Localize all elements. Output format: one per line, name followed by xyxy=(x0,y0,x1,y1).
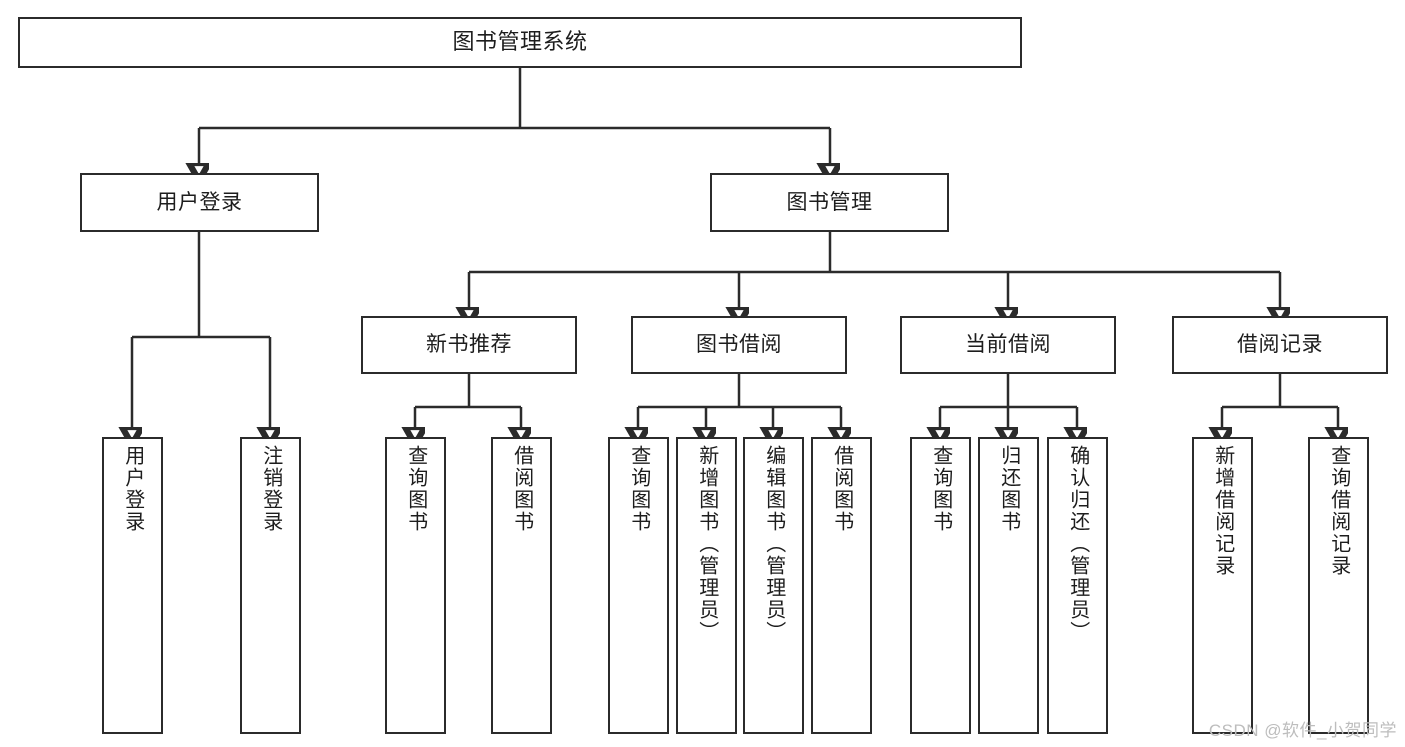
node-leaf-query-book-1-label: 查询图书 xyxy=(404,445,427,533)
node-leaf-return-book-label: 归还图书 xyxy=(997,445,1020,533)
node-leaf-query-book-2-label: 查询图书 xyxy=(627,445,650,533)
node-leaf-edit-book-label: 编辑图书（管理员） xyxy=(762,445,785,643)
node-leaf-logout-login-label: 注销登录 xyxy=(259,445,282,533)
node-user-login-label: 用户登录 xyxy=(156,190,243,214)
node-user-login[interactable]: 用户登录 xyxy=(80,173,319,232)
node-book-manage-label: 图书管理 xyxy=(786,190,873,214)
node-leaf-confirm-return[interactable]: 确认归还（管理员） xyxy=(1047,437,1108,734)
node-borrow-record-label: 借阅记录 xyxy=(1237,333,1323,357)
node-current-borrow-label: 当前借阅 xyxy=(965,333,1051,357)
node-new-book-recommend-label: 新书推荐 xyxy=(426,333,512,357)
node-leaf-logout-login[interactable]: 注销登录 xyxy=(240,437,301,734)
node-leaf-add-record[interactable]: 新增借阅记录 xyxy=(1192,437,1253,734)
node-leaf-user-login-label: 用户登录 xyxy=(121,445,144,533)
node-root[interactable]: 图书管理系统 xyxy=(18,17,1022,68)
node-leaf-query-record-label: 查询借阅记录 xyxy=(1327,445,1350,577)
node-leaf-borrow-book-2[interactable]: 借阅图书 xyxy=(811,437,872,734)
node-leaf-confirm-return-label: 确认归还（管理员） xyxy=(1066,445,1089,643)
node-leaf-borrow-book-2-label: 借阅图书 xyxy=(830,445,853,533)
node-leaf-add-book[interactable]: 新增图书（管理员） xyxy=(676,437,737,734)
node-book-manage[interactable]: 图书管理 xyxy=(710,173,949,232)
node-leaf-add-record-label: 新增借阅记录 xyxy=(1211,445,1234,577)
node-current-borrow[interactable]: 当前借阅 xyxy=(900,316,1116,374)
node-borrow-record[interactable]: 借阅记录 xyxy=(1172,316,1388,374)
node-book-borrow-label: 图书借阅 xyxy=(696,333,782,357)
node-leaf-query-book-1[interactable]: 查询图书 xyxy=(385,437,446,734)
node-root-label: 图书管理系统 xyxy=(452,29,588,55)
node-leaf-user-login[interactable]: 用户登录 xyxy=(102,437,163,734)
node-leaf-query-record[interactable]: 查询借阅记录 xyxy=(1308,437,1369,734)
node-leaf-return-book[interactable]: 归还图书 xyxy=(978,437,1039,734)
node-leaf-borrow-book-1[interactable]: 借阅图书 xyxy=(491,437,552,734)
node-new-book-recommend[interactable]: 新书推荐 xyxy=(361,316,577,374)
node-book-borrow[interactable]: 图书借阅 xyxy=(631,316,847,374)
node-leaf-query-book-2[interactable]: 查询图书 xyxy=(608,437,669,734)
node-leaf-edit-book[interactable]: 编辑图书（管理员） xyxy=(743,437,804,734)
node-leaf-query-book-3[interactable]: 查询图书 xyxy=(910,437,971,734)
node-leaf-borrow-book-1-label: 借阅图书 xyxy=(510,445,533,533)
node-leaf-query-book-3-label: 查询图书 xyxy=(929,445,952,533)
node-leaf-add-book-label: 新增图书（管理员） xyxy=(695,445,718,643)
